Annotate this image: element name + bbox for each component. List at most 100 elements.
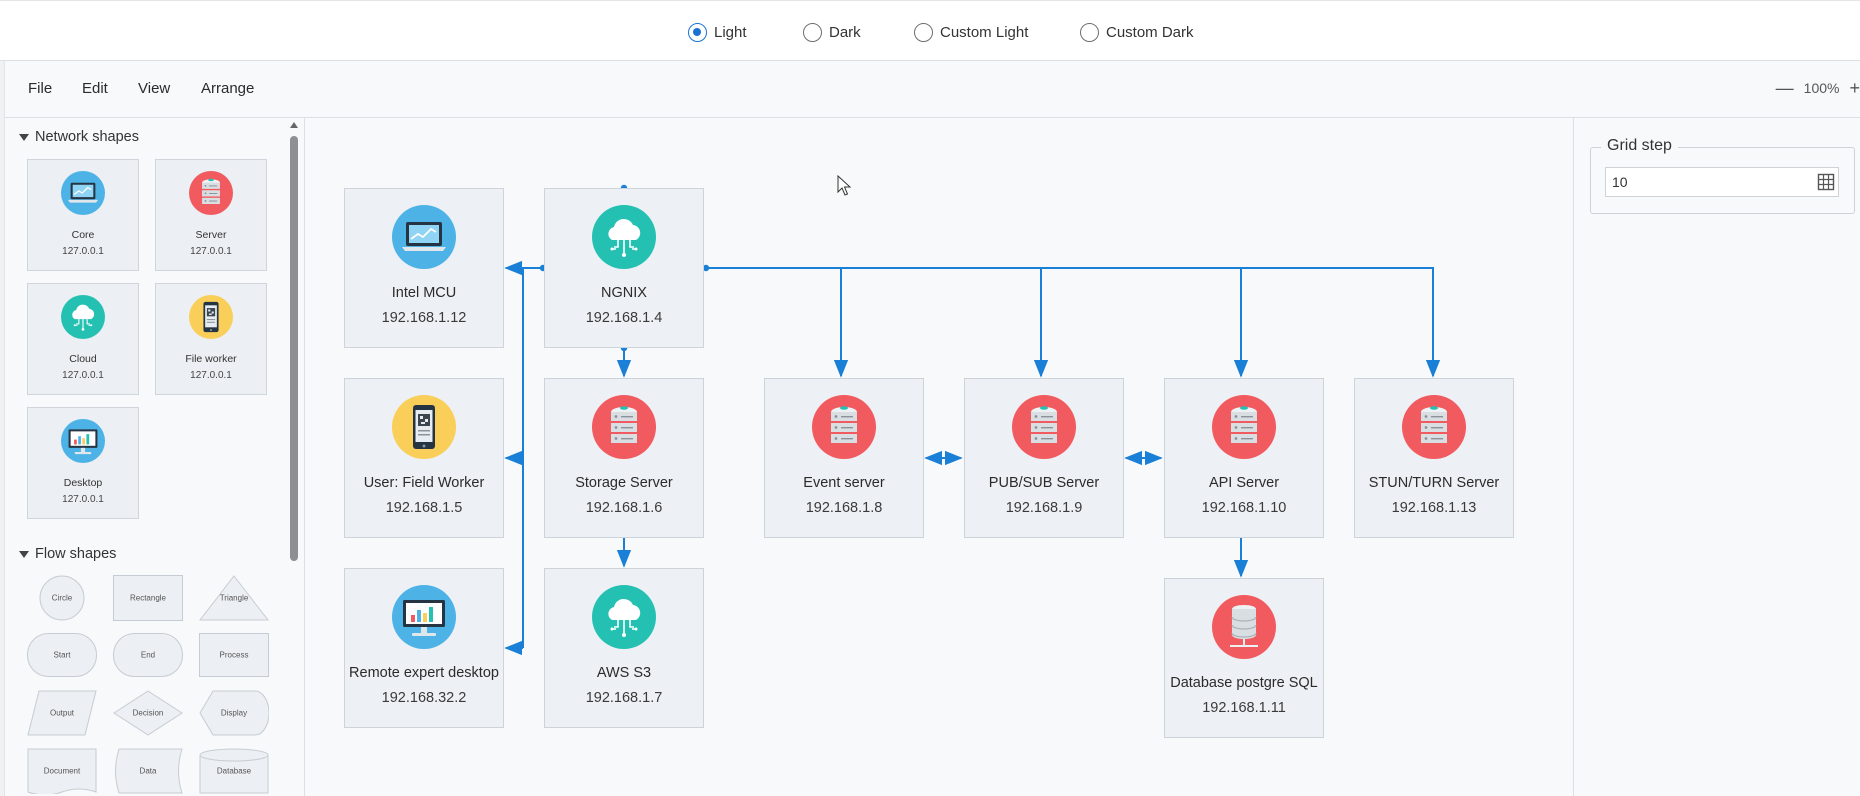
flow-shape-display[interactable]: Display <box>199 690 269 736</box>
radio-checked-icon[interactable] <box>688 22 707 42</box>
node-storage-server[interactable]: Storage Server 192.168.1.6 <box>544 378 704 538</box>
menu-arrange[interactable]: Arrange <box>201 80 255 97</box>
flow-shape-label: Data <box>139 766 157 776</box>
node-name: AWS S3 <box>596 665 652 681</box>
palette-shape-file-worker[interactable]: File worker 127.0.0.1 <box>155 283 267 395</box>
laptop-icon <box>61 171 105 215</box>
radio-unchecked-icon[interactable] <box>1080 22 1099 42</box>
section-title: Network shapes <box>35 129 139 145</box>
radio-unchecked-icon[interactable] <box>803 22 822 42</box>
cloud-icon <box>592 205 656 269</box>
flow-shapes-header[interactable]: Flow shapes <box>19 546 116 562</box>
connectors-layer <box>504 184 1441 656</box>
node-ip: 192.168.1.6 <box>585 500 663 516</box>
left-edge-strip <box>0 118 5 796</box>
flow-shape-label: Circle <box>51 593 73 603</box>
shape-name: Desktop <box>63 477 103 489</box>
flow-shape-label: End <box>140 650 156 660</box>
flow-shape-label: Process <box>219 650 249 660</box>
node-aws-s3[interactable]: AWS S3 192.168.1.7 <box>544 568 704 728</box>
server-icon <box>1212 395 1276 459</box>
flow-shape-label: Triangle <box>219 593 249 603</box>
connector-ngnix-to-stun[interactable] <box>706 267 1441 378</box>
node-ip: 192.168.1.9 <box>1005 500 1083 516</box>
shape-name: File worker <box>185 353 237 365</box>
flow-shape-database[interactable]: Database <box>199 748 269 794</box>
flow-shape-process[interactable]: Process <box>199 633 269 677</box>
flow-shape-label: Document <box>43 766 81 776</box>
network-shapes-header[interactable]: Network shapes <box>19 129 139 145</box>
node-ngnix[interactable]: NGNIX 192.168.1.4 <box>544 188 704 348</box>
node-api-server[interactable]: API Server 192.168.1.10 <box>1164 378 1324 538</box>
node-ip: 192.168.1.4 <box>585 310 663 326</box>
palette-shape-desktop[interactable]: Desktop 127.0.0.1 <box>27 407 139 519</box>
menu-edit[interactable]: Edit <box>82 80 108 97</box>
node-stun-turn-server[interactable]: STUN/TURN Server 192.168.1.13 <box>1354 378 1514 538</box>
grid-icon[interactable] <box>1817 173 1835 191</box>
scrollbar-thumb[interactable] <box>290 136 298 561</box>
node-name: PUB/SUB Server <box>988 475 1100 491</box>
theme-option-custom-light[interactable]: Custom Light <box>914 22 1028 42</box>
flow-shape-start[interactable]: Start <box>27 633 97 677</box>
flow-shape-data[interactable]: Data <box>113 748 183 794</box>
cloud-icon <box>592 585 656 649</box>
theme-option-light[interactable]: Light <box>688 22 747 42</box>
theme-option-custom-dark[interactable]: Custom Dark <box>1080 22 1194 42</box>
node-name: Event server <box>803 475 885 491</box>
grid-step-group: Grid step <box>1590 137 1855 214</box>
flow-shape-triangle[interactable]: Triangle <box>199 575 269 621</box>
collapse-triangle-icon[interactable] <box>19 550 29 558</box>
theme-selector-bar: Light Dark Custom Light Custom Dark <box>0 0 1860 61</box>
node-name: Intel MCU <box>391 285 457 301</box>
mouse-pointer-icon <box>837 175 851 196</box>
shape-ip: 127.0.0.1 <box>62 246 104 257</box>
server-icon <box>1012 395 1076 459</box>
server-icon <box>812 395 876 459</box>
flow-shape-label: Start <box>53 650 71 660</box>
shape-name: Core <box>71 229 95 241</box>
zoom-in-button[interactable]: + <box>1849 78 1860 98</box>
properties-panel: Grid step <box>1573 118 1860 796</box>
shape-name: Server <box>195 229 227 241</box>
radio-unchecked-icon[interactable] <box>914 22 933 42</box>
collapse-triangle-icon[interactable] <box>19 133 29 141</box>
flow-shape-output[interactable]: Output <box>27 690 97 736</box>
flow-shape-circle[interactable]: Circle <box>27 575 97 621</box>
node-event-server[interactable]: Event server 192.168.1.8 <box>764 378 924 538</box>
flow-shape-label: Decision <box>132 708 164 718</box>
theme-option-label: Light <box>714 23 747 41</box>
connection-port-dot[interactable] <box>702 264 710 272</box>
node-ip: 192.168.1.5 <box>385 500 463 516</box>
node-name: API Server <box>1208 475 1280 491</box>
node-intel-mcu[interactable]: Intel MCU 192.168.1.12 <box>344 188 504 348</box>
menu-file[interactable]: File <box>28 80 53 97</box>
menu-view[interactable]: View <box>138 80 171 97</box>
flow-shape-label: Database <box>216 766 252 776</box>
flow-shape-end[interactable]: End <box>113 633 183 677</box>
flow-shape-rectangle[interactable]: Rectangle <box>113 575 183 621</box>
flow-shape-label: Output <box>49 708 74 718</box>
node-ip: 192.168.1.10 <box>1201 500 1287 516</box>
shape-ip: 127.0.0.1 <box>190 370 232 381</box>
flow-shape-document[interactable]: Document <box>27 748 97 794</box>
palette-shape-server[interactable]: Server 127.0.0.1 <box>155 159 267 271</box>
node-remote-expert-desktop[interactable]: Remote expert desktop 192.168.32.2 <box>344 568 504 728</box>
theme-option-dark[interactable]: Dark <box>803 22 861 42</box>
server-icon <box>592 395 656 459</box>
flow-shape-decision[interactable]: Decision <box>113 690 183 736</box>
node-field-worker[interactable]: User: Field Worker 192.168.1.5 <box>344 378 504 538</box>
grid-step-input[interactable] <box>1605 167 1839 197</box>
scroll-up-arrow-icon[interactable] <box>290 122 298 128</box>
phone-icon <box>189 295 233 339</box>
node-ip: 192.168.1.11 <box>1202 700 1286 716</box>
sidebar-scrollbar[interactable] <box>289 122 299 796</box>
palette-shape-cloud[interactable]: Cloud 127.0.0.1 <box>27 283 139 395</box>
palette-shape-core[interactable]: Core 127.0.0.1 <box>27 159 139 271</box>
server-icon <box>189 171 233 215</box>
zoom-out-button[interactable]: — <box>1775 78 1794 98</box>
node-name: STUN/TURN Server <box>1368 475 1500 491</box>
node-pubsub-server[interactable]: PUB/SUB Server 192.168.1.9 <box>964 378 1124 538</box>
desktop-icon <box>61 419 105 463</box>
node-database-postgresql[interactable]: Database postgre SQL 192.168.1.11 <box>1164 578 1324 738</box>
diagram-canvas[interactable]: Intel MCU 192.168.1.12 NGNIX 192.168.1.4… <box>305 118 1573 796</box>
